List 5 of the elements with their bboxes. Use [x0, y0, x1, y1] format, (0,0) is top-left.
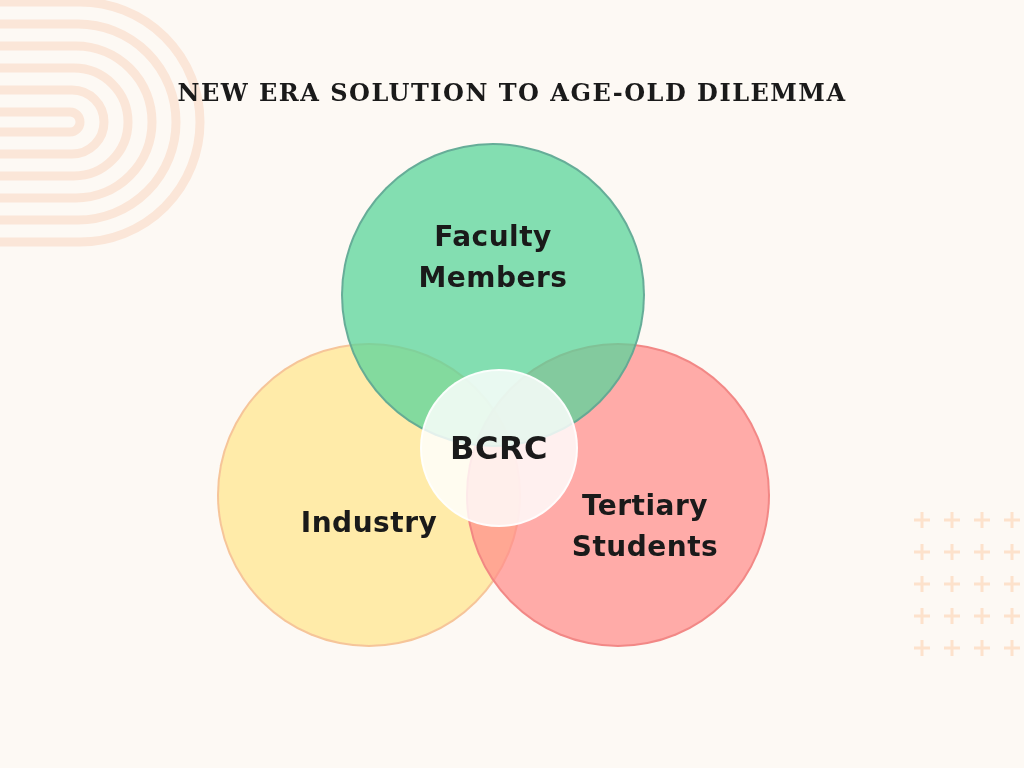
diagram-title: NEW ERA SOLUTION TO AGE-OLD DILEMMA: [177, 78, 847, 107]
circle-label: Tertiary Students: [570, 488, 720, 565]
circle-label: BCRC: [449, 427, 549, 469]
circle-label: Faculty Members: [417, 219, 569, 296]
circle-label: Industry: [299, 504, 439, 541]
